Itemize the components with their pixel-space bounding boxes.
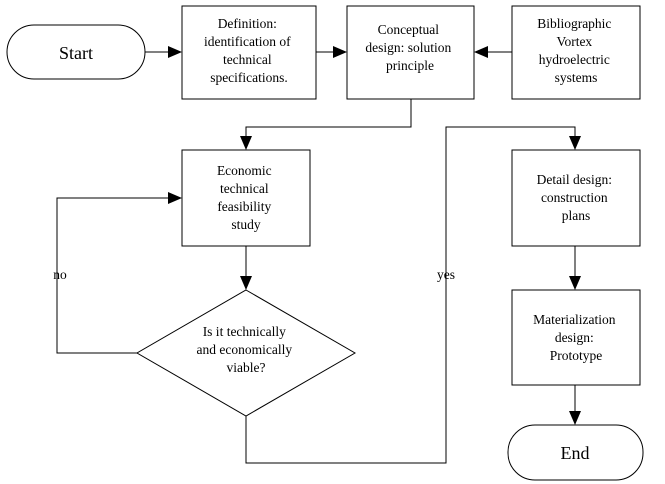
svg-text:Economic technical: Economic technical feasibility study — [217, 163, 275, 232]
node-end-label: End — [561, 443, 590, 463]
node-materialization-line: Prototype — [550, 348, 603, 363]
node-decision-line: and economically — [197, 342, 293, 357]
node-feasibility-line: feasibility — [217, 199, 271, 214]
node-bibliographic-line: Vortex — [556, 34, 592, 49]
node-decision: Is it technically and economically viabl… — [136, 289, 356, 417]
edge-detail-to-materialization — [569, 246, 581, 290]
svg-text:Definition: identificati: Definition: identification of technical … — [204, 16, 294, 85]
node-conceptual-line: principle — [386, 58, 434, 73]
node-detail-line: construction — [541, 190, 608, 205]
edge-conceptual-to-feasibility — [240, 99, 412, 150]
edge-label-yes: yes — [437, 267, 455, 282]
node-detail-line: plans — [562, 208, 591, 223]
node-detail-line: Detail design: — [537, 172, 612, 187]
node-feasibility-line: Economic — [217, 163, 272, 178]
node-definition-line: identification of — [204, 34, 291, 49]
node-materialization-line: design: — [555, 330, 594, 345]
edge-materialization-to-end — [569, 385, 581, 425]
node-materialization-line: Materialization — [533, 312, 616, 327]
node-definition-line: specifications. — [210, 70, 288, 85]
svg-text:Materialization design:: Materialization design: Prototype — [533, 312, 619, 363]
node-bibliographic-line: hydroelectric — [539, 52, 610, 67]
svg-text:Detail design: construct: Detail design: construction plans — [537, 172, 616, 223]
node-bibliographic-line: Bibliographic — [537, 16, 611, 31]
node-materialization: Materialization design: Prototype — [511, 289, 641, 386]
svg-text:Conceptual design: solut: Conceptual design: solution principle — [365, 22, 454, 73]
node-definition-line: technical — [223, 52, 272, 67]
node-feasibility: Economic technical feasibility study — [181, 149, 311, 247]
node-detail: Detail design: construction plans — [511, 149, 641, 247]
node-start: Start — [6, 24, 146, 80]
node-decision-line: Is it technically — [203, 324, 286, 339]
edge-start-to-definition — [145, 46, 182, 58]
edge-feasibility-to-decision — [240, 246, 252, 290]
edge-bibliographic-to-conceptual — [474, 46, 512, 58]
node-conceptual: Conceptual design: solution principle — [346, 5, 475, 100]
svg-text:Is it technically and ec: Is it technically and economically viabl… — [197, 324, 296, 375]
node-conceptual-line: Conceptual — [378, 22, 440, 37]
node-end: End — [507, 424, 644, 481]
edge-definition-to-conceptual — [316, 46, 347, 58]
node-conceptual-line: design: solution — [365, 40, 451, 55]
node-decision-line: viable? — [227, 360, 266, 375]
edge-decision-yes-to-detail — [245, 126, 581, 464]
svg-text:Bibliographic Vortex: Bibliographic Vortex hydroelectric syste… — [537, 16, 615, 85]
node-feasibility-line: technical — [220, 181, 269, 196]
node-feasibility-line: study — [231, 217, 261, 232]
node-definition: Definition: identification of technical … — [181, 5, 317, 100]
node-definition-line: Definition: — [218, 16, 277, 31]
node-bibliographic: Bibliographic Vortex hydroelectric syste… — [511, 5, 641, 100]
edge-label-no: no — [53, 267, 67, 282]
edge-decision-no-loop — [56, 192, 182, 354]
node-start-label: Start — [59, 43, 93, 63]
node-bibliographic-line: systems — [555, 70, 598, 85]
